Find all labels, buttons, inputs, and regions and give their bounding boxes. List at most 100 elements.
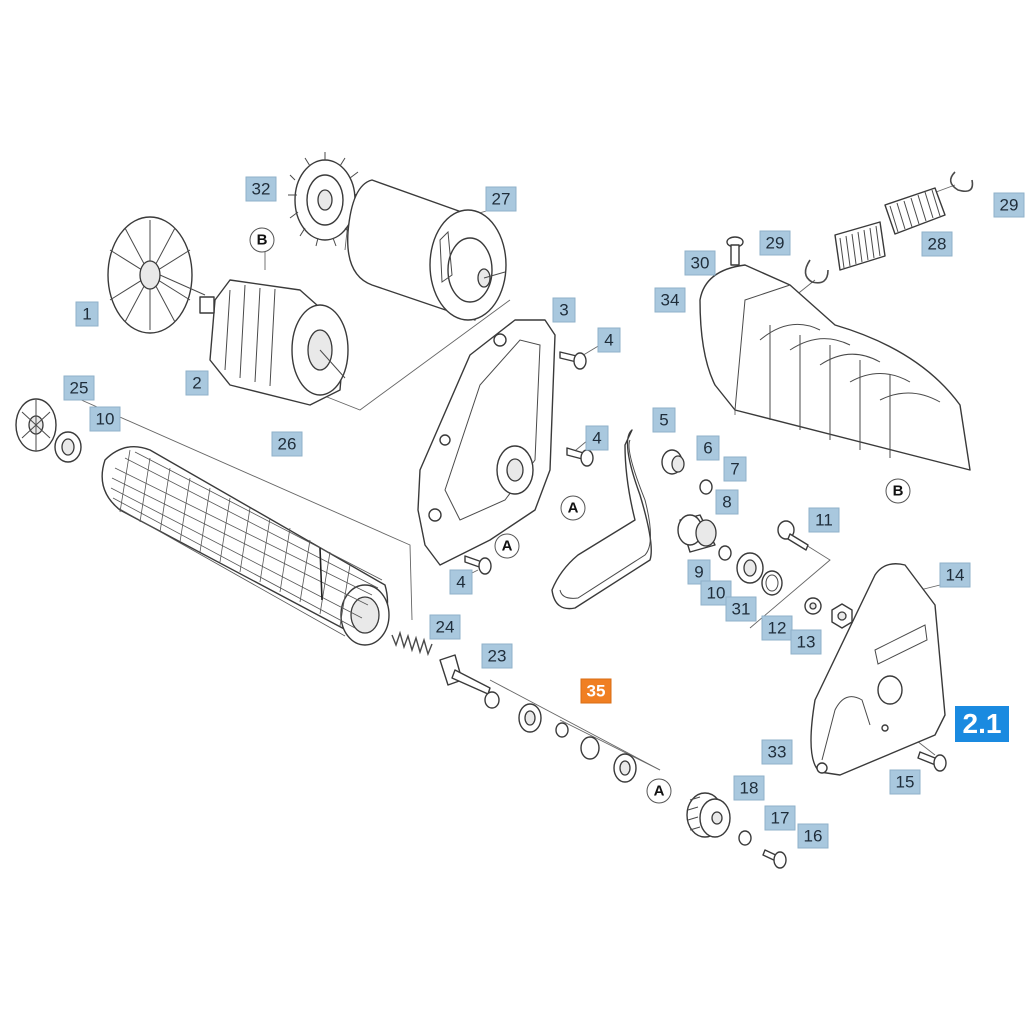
motor-stator: [199, 279, 349, 406]
screw-16: [762, 849, 787, 869]
svg-text:11: 11: [815, 511, 833, 530]
svg-text:27: 27: [492, 190, 511, 209]
svg-text:15: 15: [896, 773, 915, 792]
callout-33: 33: [761, 739, 793, 765]
callout-26: 26: [271, 431, 303, 457]
callout-9: 9: [687, 559, 711, 585]
bearing-10-left: [54, 431, 82, 463]
callout-29-right: 29: [993, 192, 1025, 218]
callout-13: 13: [790, 629, 822, 655]
svg-text:29: 29: [766, 234, 785, 253]
spring-28: [834, 187, 946, 271]
svg-text:29: 29: [1000, 196, 1019, 215]
reference-mark-b-top: B: [249, 227, 275, 253]
callout-5: 5: [652, 407, 676, 433]
callout-23: 23: [481, 643, 513, 669]
svg-text:12: 12: [768, 619, 787, 638]
svg-text:23: 23: [488, 647, 507, 666]
page-reference-badge: 2.1: [955, 706, 1009, 742]
callout-7: 7: [723, 456, 747, 482]
svg-text:24: 24: [436, 618, 455, 637]
gear-housing-cover: [417, 319, 556, 566]
fan-impeller-left: [107, 216, 206, 334]
svg-text:33: 33: [768, 743, 787, 762]
svg-text:4: 4: [592, 429, 601, 448]
reference-mark-b-hood-text: B: [893, 483, 904, 500]
svg-text:17: 17: [771, 809, 790, 828]
svg-text:34: 34: [661, 291, 680, 310]
svg-text:4: 4: [456, 573, 465, 592]
callout-27: 27: [485, 186, 517, 212]
callout-2: 2: [185, 370, 209, 396]
brush-roller: [101, 446, 390, 646]
callout-29-left: 29: [759, 230, 791, 256]
callout-17: 17: [764, 805, 796, 831]
brush-bristles: [110, 449, 383, 637]
callout-31: 31: [725, 596, 757, 622]
reference-mark-a-kit: A: [646, 778, 672, 804]
callout-30: 30: [684, 250, 716, 276]
reference-mark-a-kit-text: A: [654, 783, 665, 800]
callout-12: 12: [761, 615, 793, 641]
reference-mark-a-cover: A: [560, 495, 586, 521]
ring-7: [699, 479, 713, 495]
clip-29-left: [804, 259, 829, 284]
svg-text:5: 5: [659, 411, 668, 430]
callout-16: 16: [797, 823, 829, 849]
callout-3: 3: [552, 297, 576, 323]
svg-text:4: 4: [604, 331, 613, 350]
callout-1: 1: [75, 301, 99, 327]
screw-4c: [464, 555, 492, 575]
small-roller-18: [686, 792, 731, 838]
svg-text:25: 25: [70, 379, 89, 398]
callout-15: 15: [889, 769, 921, 795]
reference-mark-b-top-text: B: [257, 232, 268, 249]
reference-mark-a-lower: A: [494, 533, 520, 559]
callout-10-left: 10: [89, 406, 121, 432]
callout-34: 34: [654, 287, 686, 313]
callout-28: 28: [921, 231, 953, 257]
brush-hood: [699, 264, 971, 471]
screw-4a: [559, 351, 587, 370]
svg-text:10: 10: [96, 410, 115, 429]
callout-18: 18: [733, 775, 765, 801]
svg-text:13: 13: [797, 633, 816, 652]
svg-text:32: 32: [252, 180, 271, 199]
callout-4b: 4: [585, 425, 609, 451]
spring-24: [391, 630, 433, 657]
svg-text:31: 31: [732, 600, 751, 619]
reference-mark-a-cover-text: A: [568, 500, 579, 517]
ring-31: [761, 570, 783, 596]
svg-text:6: 6: [703, 439, 712, 458]
clip-29-right: [949, 171, 974, 193]
callout-14: 14: [939, 562, 971, 588]
callout-25: 25: [63, 375, 95, 401]
callout-6: 6: [696, 435, 720, 461]
svg-text:9: 9: [694, 563, 703, 582]
screw-15: [917, 751, 947, 772]
svg-text:35: 35: [587, 682, 606, 701]
svg-text:8: 8: [722, 493, 731, 512]
reference-mark-a-lower-text: A: [502, 538, 513, 555]
pulley-6: [661, 449, 685, 475]
brush-end-cap: [15, 398, 57, 452]
svg-text:2: 2: [192, 374, 201, 393]
side-cover: [810, 563, 946, 776]
callout-35: 35: [580, 678, 612, 704]
washer-17: [738, 830, 752, 846]
nut-13: [831, 603, 853, 629]
screw-30: [726, 236, 744, 266]
callout-labels: 1 2 32 27 3 4 4 4 5 6 7 8 9 10 31 11 12 …: [63, 176, 1025, 849]
svg-text:28: 28: [928, 235, 947, 254]
callout-11: 11: [808, 507, 840, 533]
motor-body: [347, 179, 507, 321]
svg-text:10: 10: [707, 584, 726, 603]
callout-32: 32: [245, 176, 277, 202]
drive-belt: [551, 429, 652, 610]
washer-9: [718, 545, 732, 561]
bolt-11: [777, 520, 809, 551]
callout-8: 8: [715, 489, 739, 515]
svg-text:1: 1: [82, 305, 91, 324]
bearing-10-upper: [736, 552, 764, 584]
